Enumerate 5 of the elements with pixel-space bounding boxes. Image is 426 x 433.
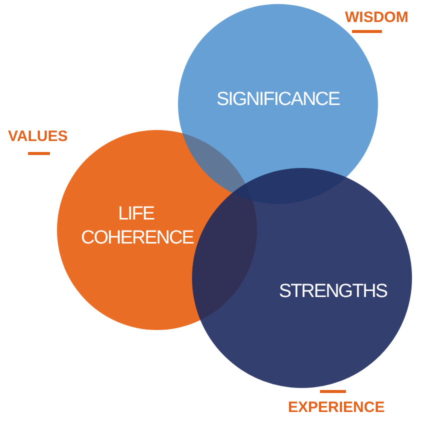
- category-label: WISDOM: [345, 9, 408, 26]
- category-label: VALUES: [8, 128, 68, 145]
- circle-label: STRENGTHS: [278, 280, 388, 304]
- circle-label: SIGNIFICANCE: [215, 88, 341, 112]
- category-label: EXPERIENCE: [288, 399, 385, 416]
